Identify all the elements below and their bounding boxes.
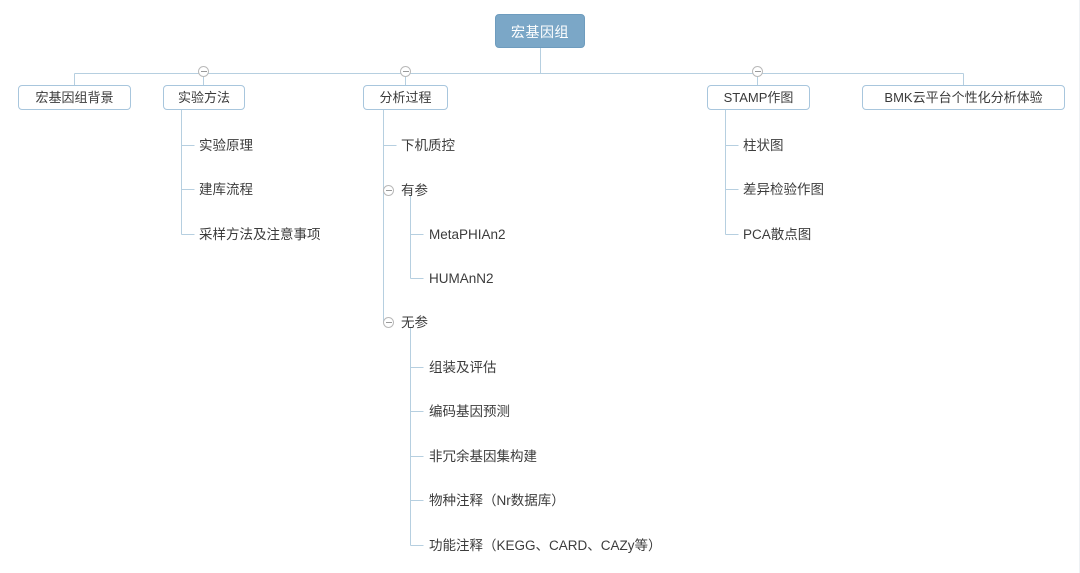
node-stamp-plotting[interactable]: STAMP作图 — [707, 85, 810, 110]
node-species-annotation[interactable]: 物种注释（Nr数据库） — [429, 493, 565, 508]
node-experiment-principle[interactable]: 实验原理 — [199, 138, 253, 153]
node-de-novo[interactable]: 无参 — [401, 315, 428, 330]
node-analysis-process[interactable]: 分析过程 — [363, 85, 448, 110]
toggle-de-novo[interactable] — [383, 317, 394, 328]
toggle-experiment-method[interactable] — [198, 66, 209, 77]
node-sampling-method[interactable]: 采样方法及注意事项 — [199, 227, 321, 242]
node-sequencing-qc[interactable]: 下机质控 — [401, 138, 455, 153]
toggle-with-reference[interactable] — [383, 185, 394, 196]
node-difference-test-plot[interactable]: 差异检验作图 — [743, 182, 824, 197]
node-assembly-evaluation[interactable]: 组装及评估 — [429, 360, 497, 375]
node-with-reference[interactable]: 有参 — [401, 183, 428, 198]
node-pca-scatter-plot[interactable]: PCA散点图 — [743, 227, 812, 242]
node-bmk-cloud-platform[interactable]: BMK云平台个性化分析体验 — [862, 85, 1065, 110]
node-gene-prediction[interactable]: 编码基因预测 — [429, 404, 510, 419]
node-function-annotation[interactable]: 功能注释（KEGG、CARD、CAZy等） — [429, 538, 662, 553]
toggle-analysis-process[interactable] — [400, 66, 411, 77]
node-library-workflow[interactable]: 建库流程 — [199, 182, 253, 197]
node-bar-chart[interactable]: 柱状图 — [743, 138, 784, 153]
node-metaphlan2[interactable]: MetaPHIAn2 — [429, 227, 506, 242]
node-humann2[interactable]: HUMAnN2 — [429, 271, 494, 286]
toggle-stamp-plotting[interactable] — [752, 66, 763, 77]
node-background[interactable]: 宏基因组背景 — [18, 85, 131, 110]
node-root[interactable]: 宏基因组 — [495, 14, 585, 48]
node-experiment-method[interactable]: 实验方法 — [163, 85, 245, 110]
node-nonredundant-geneset[interactable]: 非冗余基因集构建 — [429, 449, 537, 464]
